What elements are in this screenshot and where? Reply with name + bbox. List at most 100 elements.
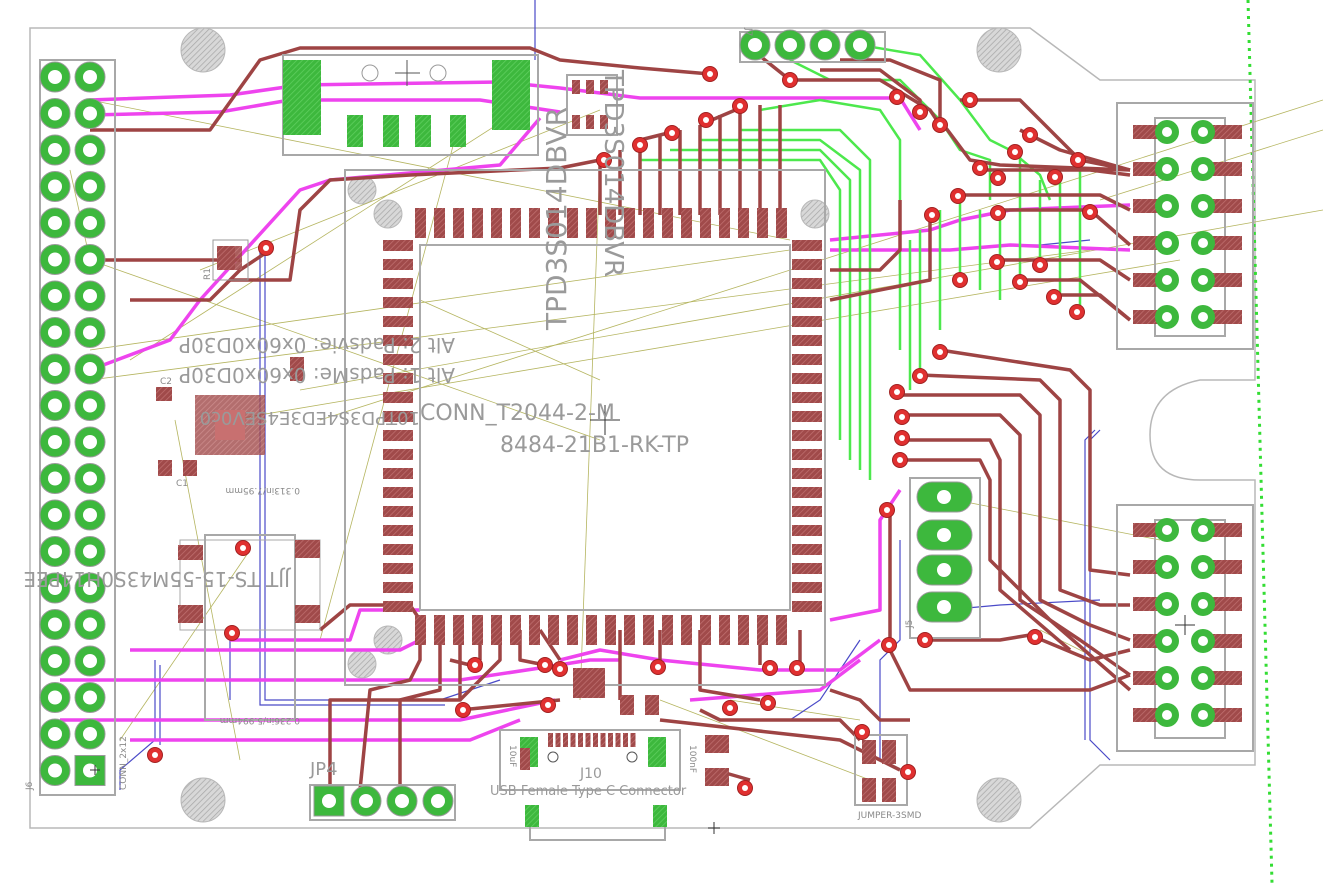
header-pin-hole <box>48 471 62 486</box>
smd-header-pad <box>1210 671 1242 685</box>
via-drill <box>460 707 466 713</box>
header-pin-hole <box>1162 525 1172 535</box>
header-pin-hole <box>83 508 97 522</box>
header-pin-hole <box>48 581 62 595</box>
usb-c-pad <box>615 733 621 747</box>
via-drill <box>703 117 709 123</box>
via-drill <box>995 210 1001 216</box>
via-drill <box>922 637 928 643</box>
qfp-pad <box>491 615 502 645</box>
vias <box>147 66 1098 796</box>
via-drill <box>899 414 905 420</box>
qfp-pad <box>567 208 578 238</box>
via-drill <box>637 142 643 148</box>
header-pin-hole <box>48 106 62 121</box>
qfp-pad <box>792 430 822 441</box>
via-drill <box>240 545 246 551</box>
header-j5 <box>916 481 973 623</box>
qfp-pad <box>662 208 673 238</box>
qfp-pad <box>792 449 822 460</box>
qfp-pad <box>792 392 822 403</box>
usb-c-pads <box>548 733 636 747</box>
header-pin-hole <box>83 143 97 157</box>
header-pin-hole <box>48 690 62 705</box>
j10-label: J10 <box>579 766 602 782</box>
qfp-pad <box>510 615 521 645</box>
header-pin-hole <box>48 398 62 413</box>
via-drill <box>1032 634 1038 640</box>
via-drill <box>707 71 713 77</box>
qfp-pad <box>383 392 413 403</box>
header-pin-hole <box>83 581 97 595</box>
via-drill <box>929 212 935 218</box>
smd-header-pad <box>1210 310 1242 324</box>
c2-label: C2 <box>160 377 172 387</box>
ic-name-label: TPD3S014DBVR <box>540 107 573 331</box>
qfp-pad <box>415 208 426 238</box>
header-pin-hole <box>48 544 62 559</box>
qfp-pad <box>719 208 730 238</box>
usb-c-pad <box>623 733 628 747</box>
qfp-pad <box>472 208 483 238</box>
header-pin-hole <box>48 252 62 267</box>
header-pin-hole <box>1198 673 1208 683</box>
qfp-pad <box>510 208 521 238</box>
qfp-pad <box>624 615 635 645</box>
dotted-guide-line <box>1246 0 1274 883</box>
via-drill <box>742 785 748 791</box>
qfp-pad <box>757 208 768 238</box>
via-drill <box>1037 262 1043 268</box>
ic-value-mirror-label: TPD3S014DBVR <box>598 69 628 277</box>
header-pin-hole <box>1162 201 1172 211</box>
via-drill <box>152 752 158 758</box>
j10-desc-label: USB Female Type C Connector <box>490 784 687 799</box>
qfp-pad <box>681 208 692 238</box>
usb-c-pad <box>570 733 576 747</box>
conn-t2044-label: CONN_T2044-2-M <box>420 401 615 426</box>
qfp-pad <box>605 615 616 645</box>
fiducial-hole <box>800 199 830 229</box>
fiducial-hole <box>347 649 377 679</box>
qfp-pads <box>383 208 822 645</box>
via-drill <box>859 729 865 735</box>
qfp-pad <box>383 335 413 346</box>
header-pin-hole <box>1198 525 1208 535</box>
header-pin-hole <box>1162 673 1172 683</box>
dim-bottom-label: 0.236in/5.994mm <box>220 715 300 725</box>
via-drill <box>894 94 900 100</box>
via-drill <box>737 103 743 109</box>
header-j6-pads <box>39 61 106 786</box>
silkscreen-labels: TPD3S014DBVR TPD3S014DBVR CONN_T2044-2-M… <box>23 27 921 821</box>
header-pin-hole <box>83 289 97 303</box>
header-pin-hole <box>1162 599 1172 609</box>
j7-label: J7 <box>743 27 753 36</box>
qfp-pad <box>383 487 413 498</box>
header-right-pads <box>1133 120 1242 727</box>
via-drill <box>472 662 478 668</box>
qfp-pad <box>662 615 673 645</box>
qfp-pad <box>757 615 768 645</box>
header-pin-hole <box>1198 127 1208 137</box>
qfp-pad <box>792 468 822 479</box>
usb-c-pad <box>630 733 636 747</box>
header-pin-hole <box>1162 275 1172 285</box>
qfp-pad <box>491 208 502 238</box>
header-pin-hole <box>48 508 62 522</box>
mounting-hole <box>180 777 226 823</box>
qfp-pad <box>792 259 822 270</box>
qfp-pad <box>643 615 654 645</box>
via-drill <box>977 165 983 171</box>
qfp-pad <box>434 615 445 645</box>
cap-10u-label: 10uF <box>507 745 517 767</box>
via-drill <box>1051 294 1057 300</box>
qfp-pad <box>472 615 483 645</box>
via-drill <box>229 630 235 636</box>
header-pin-hole <box>83 544 97 559</box>
qfp-pad <box>383 240 413 251</box>
qfp-pad <box>383 506 413 517</box>
mounting-hole <box>976 27 1022 73</box>
usb-protect-footprint <box>283 60 608 147</box>
qfp-pad <box>586 615 597 645</box>
qfp-pad <box>453 615 464 645</box>
